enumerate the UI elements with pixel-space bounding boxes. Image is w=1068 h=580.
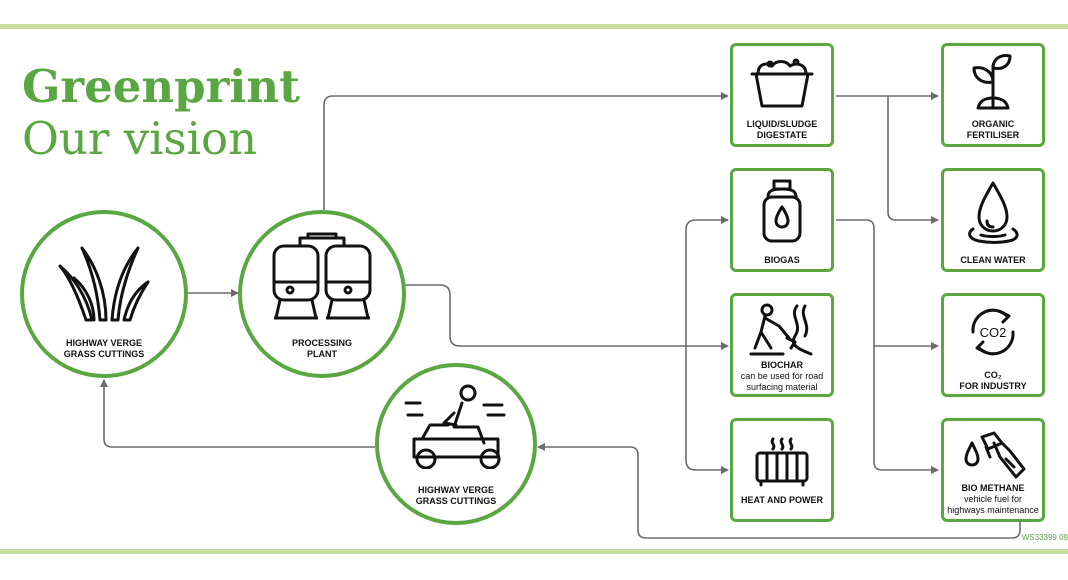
fertiliser-label-line1: ORGANIC [971,119,1015,129]
co2-label-line2: FOR INDUSTRY [959,381,1027,391]
node-fertiliser: ORGANIC FERTILISER [941,43,1045,147]
plant-label-line1: PROCESSING [291,338,352,348]
grass-icon [58,246,150,322]
water-drop-icon [968,181,1019,244]
arrow-plant-to-biochar [405,284,729,350]
node-clean-water: CLEAN WATER [941,168,1045,272]
ride-on-mower-icon [404,384,506,469]
methane-label: BIO METHANE [961,483,1025,493]
methane-sub2: highways maintenance [947,505,1039,515]
top-rule [0,24,1068,29]
biochar-label: BIOCHAR [761,360,803,370]
sludge-tub-icon [750,58,814,108]
mower-label-line1: HIGHWAY VERGE [417,485,495,495]
page-subtitle: Our vision [22,112,258,165]
digestate-label-line1: LIQUID/SLUDGE [746,119,818,129]
arrow-digestate-to-water [887,96,939,224]
arrow-plant-to-digestate [323,92,729,210]
document-code: WS33399 09 [1021,533,1068,542]
mower-label-line2: GRASS CUTTINGS [415,496,497,506]
digestate-label-line2: DIGESTATE [756,130,808,140]
co2-cycle-icon: CO2 [971,308,1015,356]
seedling-icon [972,54,1012,110]
radiator-icon [755,437,809,487]
node-grass-mower: HIGHWAY VERGE GRASS CUTTINGS [375,363,537,525]
node-heat-power: HEAT AND POWER [730,418,834,522]
grass-label-line1: HIGHWAY VERGE [65,338,143,348]
biochar-sub2: surfacing material [746,382,818,392]
fuel-nozzle-icon [964,431,1026,479]
clean-water-label: CLEAN WATER [960,255,1026,265]
gas-cylinder-icon [762,179,802,243]
arrow-biogas-to-co2 [836,219,939,350]
node-biogas: BIOGAS [730,168,834,272]
heat-label: HEAT AND POWER [741,495,823,505]
arrow-mower-to-grass [100,379,375,448]
biochar-sub1: can be used for road [740,371,824,381]
bottom-rule [0,549,1068,554]
biogas-label: BIOGAS [764,255,800,265]
road-worker-icon [749,303,813,356]
page-title: Greenprint [22,60,300,113]
co2-label-line1: CO₂ [984,370,1002,380]
methane-sub1: vehicle fuel for [963,494,1023,504]
node-co2: CO2 CO₂ FOR INDUSTRY [941,293,1045,397]
node-digestate: LIQUID/SLUDGE DIGESTATE [730,43,834,147]
arrow-hub-to-heat [685,346,729,474]
node-bio-methane: BIO METHANE vehicle fuel for highways ma… [941,418,1045,522]
co2-icon-text: CO2 [980,325,1007,340]
plant-label-line2: PLANT [307,349,337,359]
node-biochar: BIOCHAR can be used for road surfacing m… [730,293,834,397]
arrow-biogas-to-methane [873,346,939,474]
grass-label-line2: GRASS CUTTINGS [63,349,145,359]
tanks-icon [272,232,372,320]
fertiliser-label-line2: FERTILISER [966,130,1020,140]
arrow-methane-to-mower [537,443,1021,539]
node-processing-plant: PROCESSING PLANT [238,210,406,378]
arrow-hub-to-biogas [685,216,729,346]
node-grass-cuttings: HIGHWAY VERGE GRASS CUTTINGS [20,210,188,378]
